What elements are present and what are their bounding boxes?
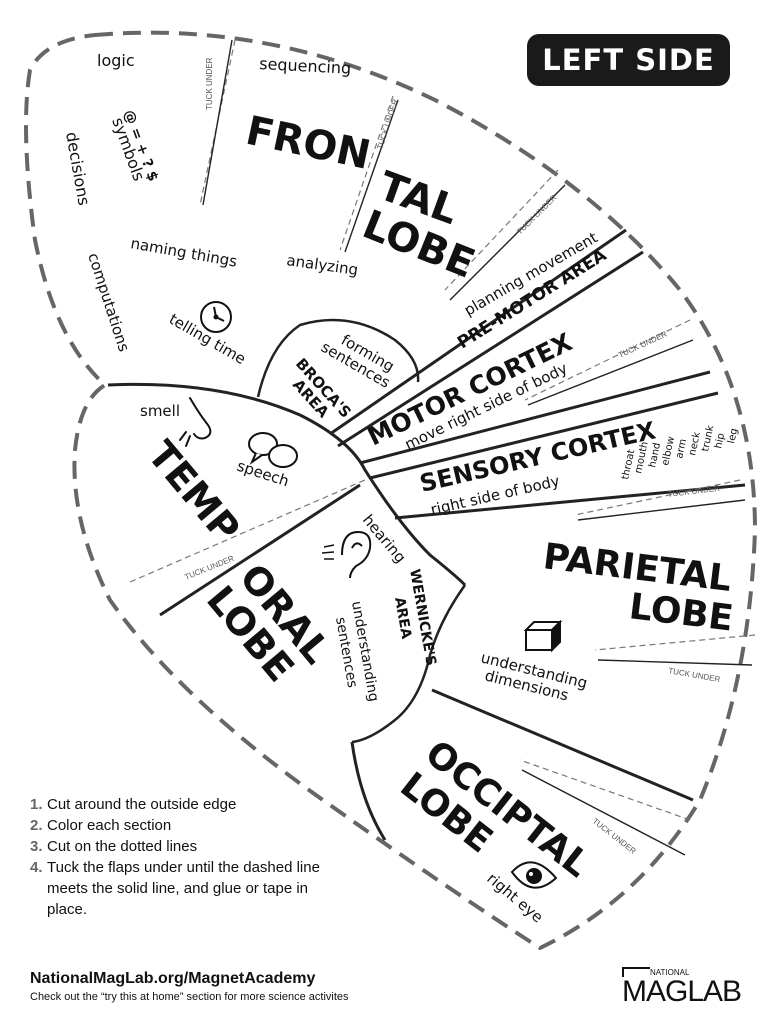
naming-things-label: naming things [129,234,238,270]
sequencing-label: sequencing [259,54,352,78]
maglab-logo: NATIONAL MAGLAB [622,967,742,1008]
instructions-list: 1.Cut around the outside edge 2.Color ea… [30,794,330,920]
footer-subtitle: Check out the “try this at home” section… [30,991,349,1003]
step-text: Color each section [47,817,172,834]
smell-label: smell [140,402,180,420]
body-part-arm: arm [674,438,689,460]
section-lines [107,228,746,841]
eye-icon [510,861,558,889]
speech-bubbles-icon [248,432,298,468]
tuck-label-1: TUCK UNDER [205,57,214,110]
outer-cut-line [24,30,758,951]
tuck-label-5: TUCK UNDER [667,484,720,499]
logo-bracket [622,967,650,977]
tuck-label-2: TUCK UNDER [375,98,400,151]
body-part-trunk: trunk [700,424,716,452]
magnet-academy-link[interactable]: NationalMagLab.org/MagnetAcademy [30,970,316,987]
decisions-label: decisions [62,130,94,206]
computations-label: computations [84,251,133,354]
temporal-lobe-label-1: TEMP [139,433,248,551]
left-side-badge: LEFT SIDE [527,34,730,86]
step-number: 4. [30,859,43,876]
step-number: 3. [30,838,43,855]
telling-time-label: telling time [166,310,249,368]
ear-icon [321,530,372,579]
body-part-hand: hand [647,442,663,469]
nose-icon [179,397,212,447]
instruction-item: 2.Color each section [30,815,330,836]
wernicke-label-2: AREA [391,596,414,640]
body-part-leg: leg [726,427,740,444]
step-text: Cut around the outside edge [47,796,237,813]
step-text: Tuck the flaps under until the dashed li… [47,859,320,918]
logo-small-text: NATIONAL [650,968,690,977]
clock-icon [200,301,232,333]
instruction-item: 3.Cut on the dotted lines [30,836,330,857]
logic-label: logic [97,51,135,70]
step-number: 1. [30,796,43,813]
logo-big-text: MAGLAB [622,975,742,1008]
tuck-label-6: TUCK UNDER [668,666,721,684]
tuck-label-8: TUCK UNDER [183,554,235,582]
analyzing-label: analyzing [285,251,359,279]
instruction-item: 4.Tuck the flaps under until the dashed … [30,857,330,920]
tuck-label-4: TUCK UNDER [617,329,669,359]
tuck-label-7: TUCK UNDER [591,816,638,856]
body-part-hip: hip [713,432,727,449]
step-text: Cut on the dotted lines [47,838,198,855]
cube-icon [523,619,563,653]
body-parts-list: leg hip trunk neck arm elbow hand mouth … [620,424,740,480]
tuck-lines [129,39,756,821]
instruction-item: 1.Cut around the outside edge [30,794,330,815]
tuck-label-3: TUCK UNDER [515,193,559,237]
step-number: 2. [30,817,43,834]
body-part-neck: neck [687,431,703,457]
frontal-lobe-label-1: FRON [242,108,374,179]
